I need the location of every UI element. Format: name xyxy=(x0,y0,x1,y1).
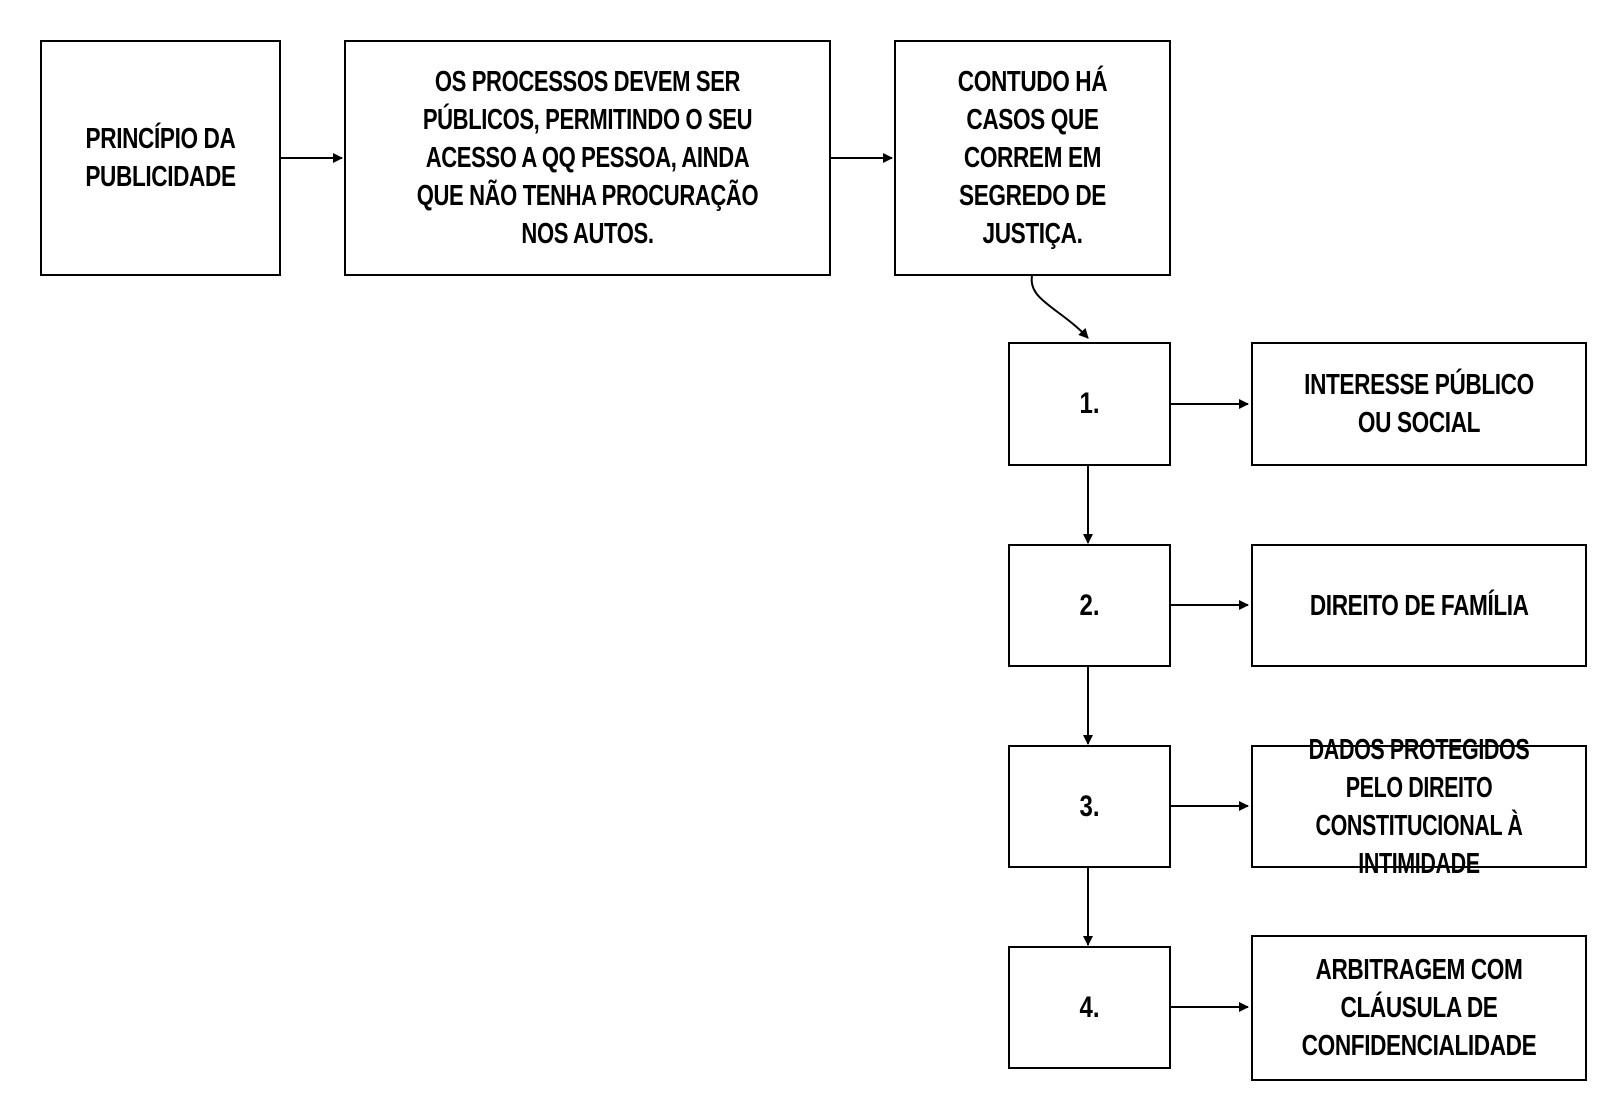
box-processos-publicos: OS PROCESSOS DEVEM SER PÚBLICOS, PERMITI… xyxy=(344,40,831,276)
case-4-number: 4. xyxy=(1079,990,1100,1024)
case-2-label: DIREITO DE FAMÍLIA xyxy=(1309,589,1529,622)
box-case-1-label: INTERESSE PÚBLICO OU SOCIAL xyxy=(1251,342,1587,466)
case-4-label: ARBITRAGEM COM CLÁUSULA DE CONFIDENCIALI… xyxy=(1301,954,1537,1062)
box-case-4-number: 4. xyxy=(1008,946,1171,1069)
box-case-1-number: 1. xyxy=(1008,342,1171,466)
box-contudo-text: CONTUDO HÁ CASOS QUE CORREM EM SEGREDO D… xyxy=(957,66,1108,250)
box-case-3-number: 3. xyxy=(1008,745,1171,868)
box-principio-publicidade: PRINCÍPIO DA PUBLICIDADE xyxy=(40,40,281,276)
box-principio-text: PRINCÍPIO DA PUBLICIDADE xyxy=(85,123,236,193)
box-case-2-number: 2. xyxy=(1008,544,1171,667)
case-3-label: DADOS PROTEGIDOS PELO DIREITO CONSTITUCI… xyxy=(1308,733,1530,880)
box-contudo-segredo: CONTUDO HÁ CASOS QUE CORREM EM SEGREDO D… xyxy=(894,40,1171,276)
box-case-2-label: DIREITO DE FAMÍLIA xyxy=(1251,544,1587,667)
case-1-label: INTERESSE PÚBLICO OU SOCIAL xyxy=(1304,369,1534,439)
case-1-number: 1. xyxy=(1079,387,1100,420)
box-processos-text: OS PROCESSOS DEVEM SER PÚBLICOS, PERMITI… xyxy=(416,66,759,250)
box-case-4-label: ARBITRAGEM COM CLÁUSULA DE CONFIDENCIALI… xyxy=(1251,935,1587,1081)
case-2-number: 2. xyxy=(1079,588,1100,622)
arrow-contudo-to-case-1 xyxy=(1030,275,1089,339)
box-case-3-label: DADOS PROTEGIDOS PELO DIREITO CONSTITUCI… xyxy=(1251,734,1587,880)
case-3-number: 3. xyxy=(1079,789,1100,823)
